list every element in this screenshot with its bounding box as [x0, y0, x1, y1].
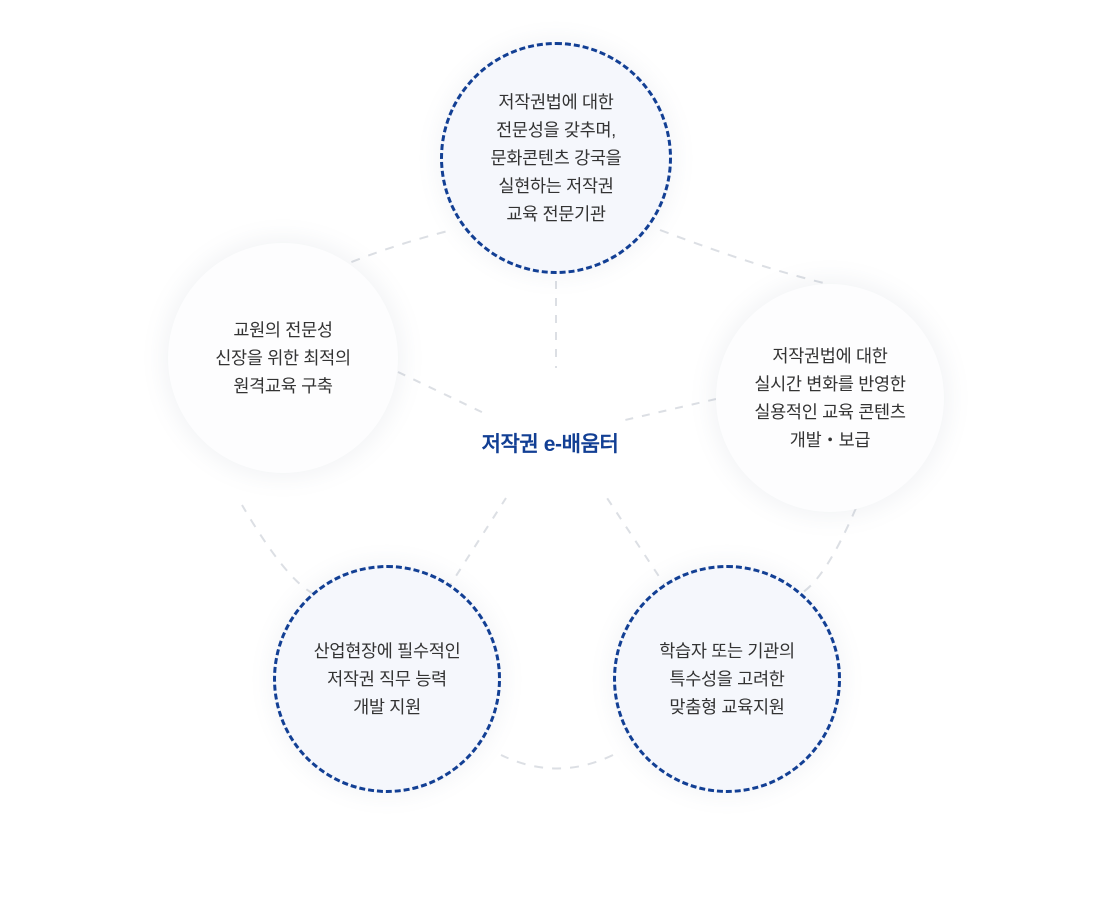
center-title: 저작권 e-배움터	[481, 433, 619, 456]
node-left[interactable]: 교원의 전문성 신장을 위한 최적의 원격교육 구축	[168, 243, 398, 473]
node-bottom-right-label: 학습자 또는 기관의 특수성을 고려한 맞춤형 교육지원	[659, 641, 795, 717]
node-right[interactable]: 저작권법에 대한 실시간 변화를 반영한 실용적인 교육 콘텐츠 개발・보급	[716, 284, 944, 512]
arc-bottom-right-to-bottom-left	[500, 754, 614, 770]
spoke-center-to-bottom-left	[446, 497, 507, 591]
node-top[interactable]: 저작권법에 대한 전문성을 갖추며, 문화콘텐츠 강국을 실현하는 저작권 교육…	[440, 42, 672, 274]
node-right-label: 저작권법에 대한 실시간 변화를 반영한 실용적인 교육 콘텐츠 개발・보급	[754, 346, 906, 450]
arc-bottom-left-to-left	[241, 504, 315, 595]
node-bottom-right[interactable]: 학습자 또는 기관의 특수성을 고려한 맞춤형 교육지원	[613, 565, 841, 793]
node-bottom-left[interactable]: 산업현장에 필수적인 저작권 직무 능력 개발 지원	[273, 565, 501, 793]
arc-right-to-bottom-right	[799, 507, 857, 595]
spoke-center-to-left	[397, 371, 491, 417]
node-bottom-left-label: 산업현장에 필수적인 저작권 직무 능력 개발 지원	[313, 641, 461, 717]
spoke-center-to-bottom-right	[606, 497, 669, 591]
node-top-label: 저작권법에 대한 전문성을 갖추며, 문화콘텐츠 강국을 실현하는 저작권 교육…	[490, 92, 622, 224]
arc-top-to-right	[659, 229, 829, 285]
node-left-label: 교원의 전문성 신장을 위한 최적의 원격교육 구축	[215, 320, 351, 396]
spoke-center-to-right	[624, 398, 717, 421]
